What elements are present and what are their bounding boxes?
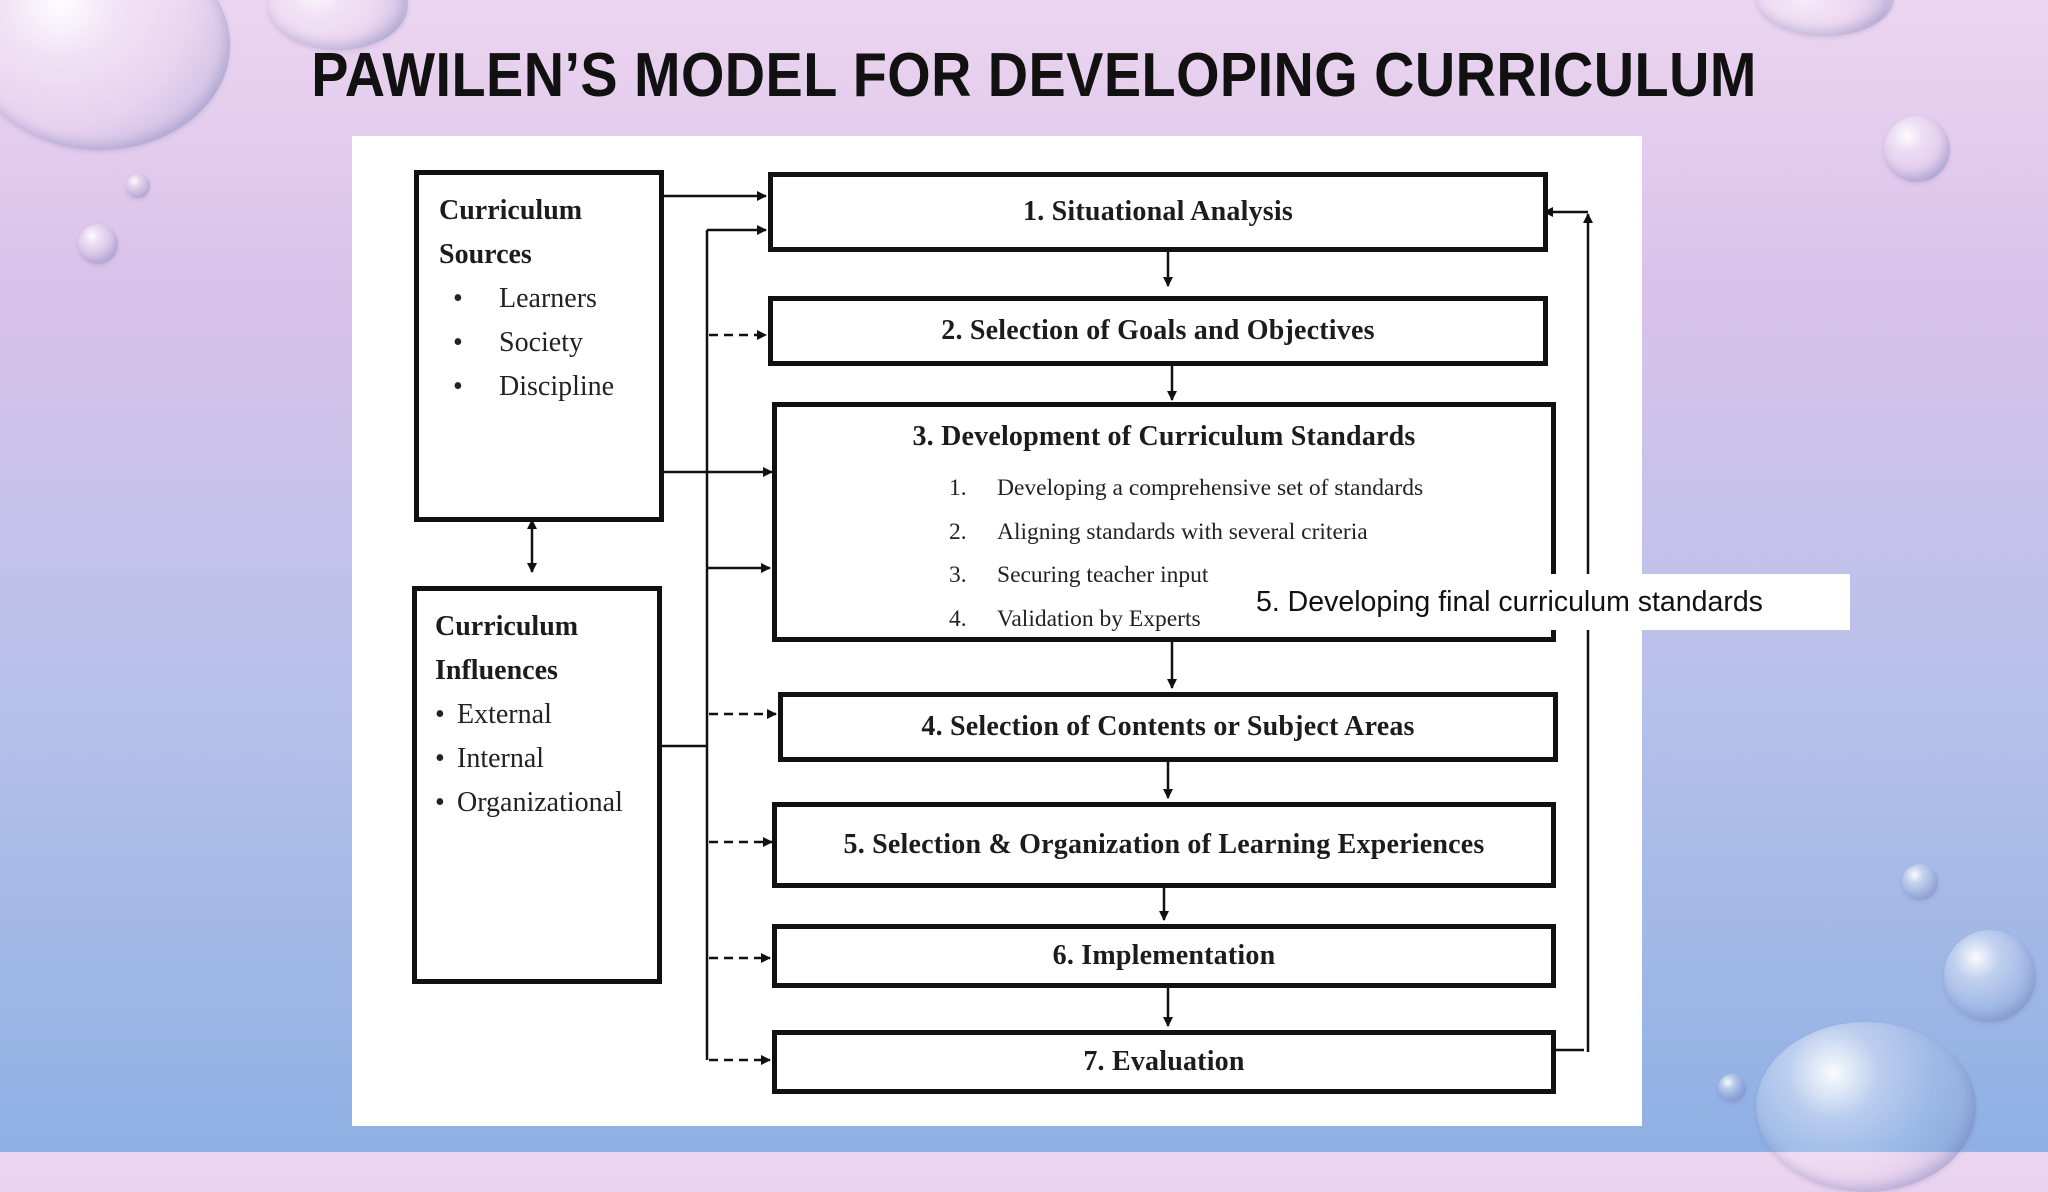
- sources-heading-line2: Sources: [439, 239, 532, 270]
- substep-text: Developing a comprehensive set of standa…: [997, 475, 1424, 501]
- standards-substep: 3. Securing teacher input: [949, 554, 1423, 598]
- slide-title: PAWILEN’S MODEL FOR DEVELOPING CURRICULU…: [311, 41, 1757, 110]
- step-2-goals-objectives: 2. Selection of Goals and Objectives: [768, 296, 1548, 366]
- influences-list-item: Organizational: [435, 781, 657, 825]
- water-bubble-decoration: [1756, 1022, 1976, 1192]
- substep-text: Aligning standards with several criteria: [997, 518, 1368, 545]
- standards-substep: 1. Developing a comprehensive set of stan…: [949, 467, 1423, 511]
- water-bubble-decoration: [1884, 116, 1950, 182]
- sources-list-item: Discipline: [439, 365, 659, 409]
- standards-substep: 4. Validation by Experts: [949, 598, 1423, 642]
- influences-heading-line1: Curriculum: [435, 611, 579, 642]
- water-bubble-decoration: [1944, 930, 2036, 1022]
- curriculum-sources-box: Curriculum Sources Learners Society Disc…: [414, 170, 664, 522]
- water-bubble-decoration: [1756, 0, 1894, 36]
- water-bubble-decoration: [126, 174, 150, 198]
- substep-text: Securing teacher input: [997, 562, 1209, 588]
- step-7-evaluation: 7. Evaluation: [772, 1030, 1556, 1094]
- sources-list-item: Learners: [439, 277, 659, 321]
- step-6-implementation: 6. Implementation: [772, 924, 1556, 988]
- substep-number: 1.: [949, 475, 967, 501]
- sources-heading-line1: Curriculum: [439, 195, 583, 226]
- influences-heading-line2: Influences: [435, 655, 558, 686]
- water-bubble-decoration: [1718, 1074, 1746, 1102]
- connector-arrows: [527, 191, 1593, 1065]
- substep-number: 2.: [949, 518, 967, 545]
- water-bubble-decoration: [1902, 864, 1938, 900]
- influences-list: External Internal Organizational: [435, 693, 657, 825]
- curriculum-influences-box: Curriculum Influences External Internal …: [412, 586, 662, 984]
- influences-list-item: Internal: [435, 737, 657, 781]
- step-4-contents-subject-areas: 4. Selection of Contents or Subject Area…: [778, 692, 1558, 762]
- sources-list: Learners Society Discipline: [439, 277, 659, 409]
- curriculum-model-diagram: Curriculum Sources Learners Society Disc…: [352, 136, 1642, 1126]
- substep-number: 4.: [949, 605, 967, 632]
- substep-text: Validation by Experts: [997, 605, 1201, 632]
- standards-substeps-list: 1. Developing a comprehensive set of stan…: [949, 467, 1423, 641]
- step-3-title: 3. Development of Curriculum Standards: [912, 421, 1416, 452]
- water-bubble-decoration: [78, 224, 118, 264]
- influences-list-item: External: [435, 693, 657, 737]
- step-1-situational-analysis: 1. Situational Analysis: [768, 172, 1548, 252]
- overlay-note-final-standards: 5. Developing final curriculum standards: [1238, 574, 1850, 630]
- standards-substep: 2. Aligning standards with several criter…: [949, 511, 1423, 555]
- substep-number: 3.: [949, 562, 967, 588]
- sources-list-item: Society: [439, 321, 659, 365]
- step-5-learning-experiences: 5. Selection & Organization of Learning …: [772, 802, 1556, 888]
